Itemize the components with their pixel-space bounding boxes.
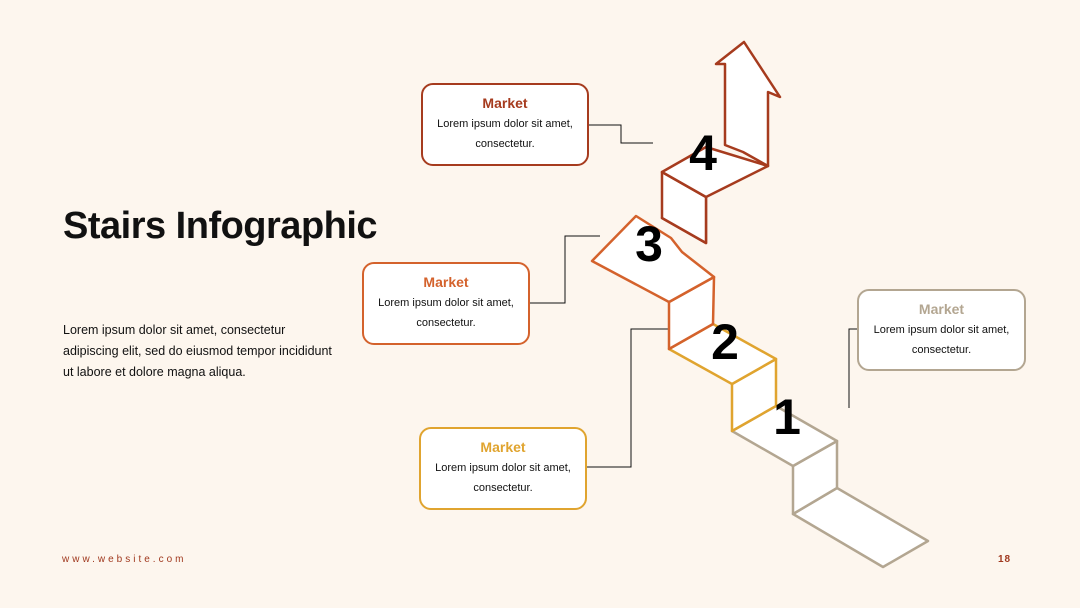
connector-line-1 [848,328,857,408]
connector-line-4 [589,124,653,144]
page-number: 18 [998,554,1012,565]
step-card-title: Market [482,95,528,111]
page-title: Stairs Infographic [63,205,378,247]
step-card-3: Market Lorem ipsum dolor sit amet, conse… [362,262,530,345]
step-card-2: Market Lorem ipsum dolor sit amet, conse… [419,427,587,510]
description-text: Lorem ipsum dolor sit amet, consectetur … [63,323,332,379]
up-arrow-icon [714,40,782,168]
step-card-title: Market [423,274,469,290]
step-card-1: Market Lorem ipsum dolor sit amet, conse… [857,289,1026,371]
connector-line-2 [587,328,668,468]
stair-step-1 [730,404,930,569]
step-number-4: 4 [689,125,717,181]
step-card-4: Market Lorem ipsum dolor sit amet, conse… [421,83,589,166]
step-card-text: Lorem ipsum dolor sit amet, consectetur. [437,118,573,150]
step-number-2: 2 [711,314,739,370]
stair-step-3 [590,214,716,351]
footer-website: www.website.com [62,554,187,565]
step-card-text: Lorem ipsum dolor sit amet, consectetur. [435,462,571,494]
step-card-text: Lorem ipsum dolor sit amet, consectetur. [378,297,514,329]
connector-line-3 [530,235,600,304]
step-number-3: 3 [635,216,663,272]
step-card-title: Market [480,439,526,455]
step-card-text: Lorem ipsum dolor sit amet, consectetur. [873,324,1010,356]
stair-step-4 [660,40,782,245]
step-number-1: 1 [773,389,801,445]
step-card-title: Market [918,301,965,317]
